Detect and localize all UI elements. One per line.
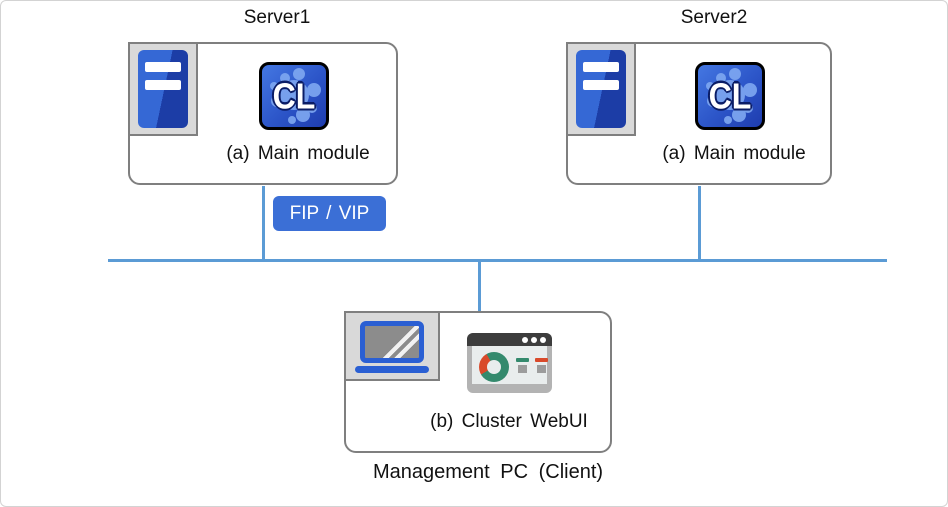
laptop-icon	[344, 311, 440, 381]
server2-title: Server2	[680, 7, 748, 28]
tower-slot	[583, 80, 619, 90]
tower-slot	[145, 62, 181, 72]
laptop-base	[355, 366, 429, 373]
browser-dot	[531, 336, 537, 343]
browser-dot	[540, 336, 546, 343]
server-tower-body	[138, 50, 188, 128]
management-pc-connector	[478, 262, 481, 311]
server-tower-icon	[566, 42, 636, 136]
splash-shape	[270, 68, 321, 124]
teal-bar-icon	[516, 358, 529, 362]
tower-slot	[583, 62, 619, 72]
cluster-app-icon: CL	[695, 62, 765, 130]
gray-square-icon	[518, 365, 527, 373]
server1-title: Server1	[243, 7, 311, 28]
browser-dot	[522, 336, 528, 343]
network-line	[108, 259, 887, 262]
browser-content	[472, 346, 548, 384]
splash-shape	[706, 68, 757, 124]
fip-vip-badge: FIP / VIP	[273, 196, 386, 231]
server1-module-label: (a) Main module	[226, 143, 370, 164]
cl-letters: CL	[708, 75, 752, 117]
management-pc-caption: Management PC (Client)	[372, 461, 604, 483]
donut-chart-icon	[479, 352, 509, 382]
dashboard-browser-icon	[467, 333, 552, 393]
gray-square-icon	[537, 365, 546, 373]
server-tower-icon	[128, 42, 198, 136]
red-bar-icon	[535, 358, 548, 362]
tower-slot	[145, 80, 181, 90]
server2-connector	[698, 186, 701, 259]
cl-letters: CL	[272, 75, 316, 117]
management-pc-label: (b) Cluster WebUI	[430, 411, 588, 432]
server2-module-label: (a) Main module	[662, 143, 806, 164]
server1-connector	[262, 186, 265, 259]
server-tower-body	[576, 50, 626, 128]
cluster-app-icon: CL	[259, 62, 329, 130]
browser-titlebar	[467, 333, 552, 346]
laptop-body	[355, 319, 429, 373]
laptop-screen	[360, 321, 424, 363]
